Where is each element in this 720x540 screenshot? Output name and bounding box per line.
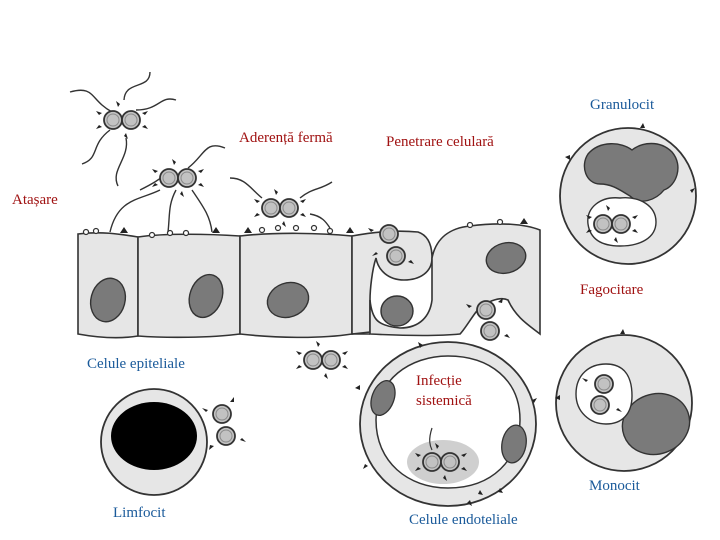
surface-knobs (82, 218, 504, 239)
label-penetrare: Penetrare celulară (386, 134, 494, 150)
granulocyte-nucleus (583, 142, 679, 202)
lymphocyte (100, 388, 246, 496)
bacterium-below-epithelium (296, 341, 348, 379)
endothelial-nucleus-2 (501, 424, 527, 464)
label-celule-epiteliale: Celule epiteliale (87, 356, 185, 372)
bacterium-attach-2 (152, 159, 204, 197)
nucleus-epi-3 (266, 281, 310, 319)
epithelial-layer (77, 223, 541, 339)
epithelial-cell-4 (351, 230, 433, 335)
label-infectie: Infecție (416, 373, 462, 389)
phagosome-monocyte (575, 363, 633, 425)
epithelial-nuclei (89, 241, 527, 327)
nucleus-epi-5 (485, 241, 527, 275)
pili (69, 71, 333, 233)
monocyte (555, 329, 693, 472)
label-aderenta: Aderență fermă (239, 130, 333, 146)
epithelial-cell-2 (137, 233, 241, 339)
label-granulocit: Granulocit (590, 97, 655, 113)
label-limfocit: Limfocit (113, 505, 166, 521)
label-sistemica: sistemică (416, 393, 472, 409)
endothelial-nucleus-1 (370, 380, 396, 416)
label-fagocitare: Fagocitare (580, 282, 644, 298)
nucleus-epi-4 (380, 295, 414, 327)
bacterium-adhesion (254, 189, 306, 227)
nucleus-epi-2 (188, 273, 224, 319)
label-monocit: Monocit (589, 478, 640, 494)
blood-vessel (355, 341, 537, 507)
granulocyte (559, 123, 697, 265)
nucleus-epi-1 (89, 277, 127, 323)
label-atasare: Atașare (12, 192, 58, 208)
lymphocyte-nucleus (111, 402, 197, 470)
label-celule-endoteliale: Celule endoteliale (409, 512, 518, 528)
monocyte-nucleus (621, 392, 691, 456)
